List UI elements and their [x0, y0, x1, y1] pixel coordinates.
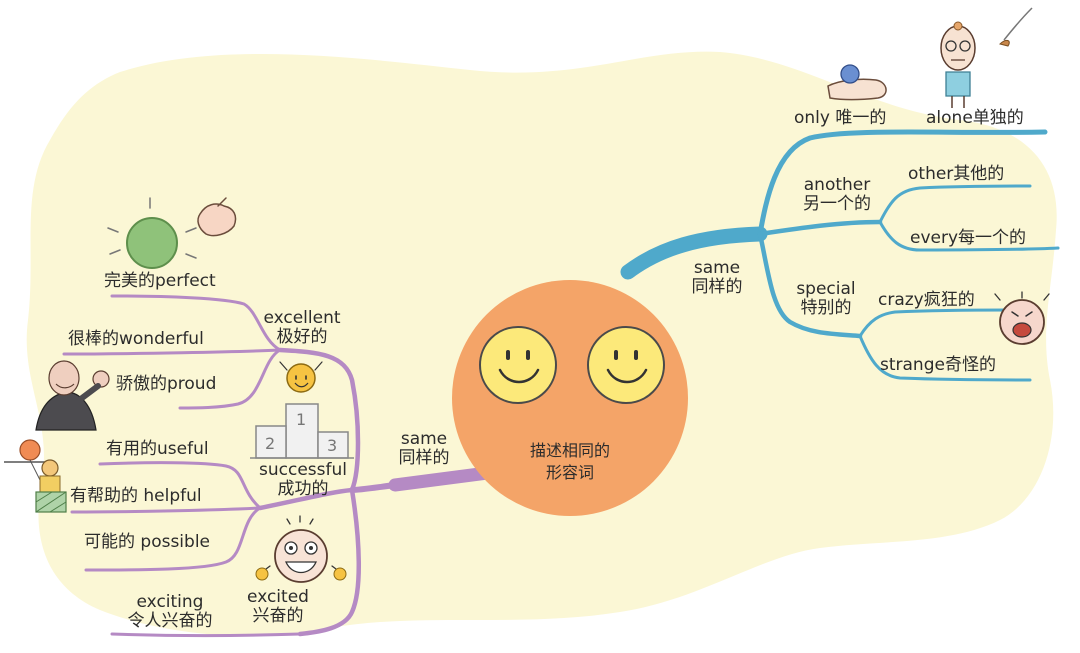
item-exciting-zh: 令人兴奋的 [127, 611, 213, 631]
hub-to-only [757, 129, 1048, 237]
left-branch-zh: 同样的 [398, 448, 450, 468]
leaf-strange [858, 334, 1032, 382]
left-branch-en: same [400, 429, 448, 449]
leaf-perfect [110, 294, 282, 352]
smiley-left-icon [479, 326, 557, 404]
center-line-2: 形容词 [545, 463, 594, 482]
hub-to-excited [297, 487, 361, 637]
excited-zh: 兴奋的 [252, 606, 304, 626]
smiley-right-icon [587, 326, 665, 404]
special-zh: 特别的 [800, 298, 852, 318]
item-helpful: 有帮助的 helpful [70, 486, 202, 506]
leaf-other [878, 184, 1032, 224]
item-useful: 有用的useful [106, 439, 209, 459]
item-every: every每一个的 [910, 228, 1027, 248]
feather-icon [999, 7, 1033, 47]
hub-to-special [757, 231, 863, 339]
excellent-label: excellent 极好的 [254, 309, 350, 347]
right-trunk [620, 226, 768, 280]
item-wonderful: 很棒的wonderful [68, 329, 204, 349]
hand-holding-ball-icon [827, 64, 887, 101]
special-label: special 特别的 [786, 280, 866, 318]
right-branch-label: same 同样的 [680, 259, 754, 297]
right-branch-en: same [693, 258, 741, 278]
leaf-every [878, 220, 1060, 252]
leaf-helpful [70, 506, 262, 514]
leaf-useful [98, 461, 262, 510]
successful-en: successful [259, 460, 347, 480]
another-zh: 另一个的 [803, 194, 871, 214]
item-proud: 骄傲的proud [116, 374, 217, 394]
podium-icon [250, 361, 354, 459]
excited-en: excited [247, 587, 309, 607]
leaf-exciting [110, 632, 302, 637]
excited-face-icon [255, 515, 347, 583]
item-exciting: exciting 令人兴奋的 [108, 593, 232, 631]
hub-to-successful [257, 487, 355, 511]
hub-to-excellent [277, 347, 361, 493]
right-branch-zh: 同样的 [691, 277, 743, 297]
center-line-1: 描述相同的 [529, 441, 610, 460]
left-branches [62, 294, 502, 637]
item-exciting-en: exciting [136, 592, 204, 612]
crazy-face-icon [994, 291, 1050, 345]
excellent-en: excellent [263, 308, 341, 328]
proud-man-icon [35, 360, 110, 431]
leaf-wonderful [62, 348, 282, 356]
leaf-crazy [858, 308, 1012, 338]
leaf-proud [178, 348, 282, 410]
item-perfect: 完美的perfect [104, 271, 216, 291]
podium-number-2: 2 [265, 434, 276, 453]
hub-to-another [757, 219, 883, 237]
center-title: 描述相同的 形容词 [520, 440, 620, 484]
green-ball-icon [107, 197, 197, 269]
excited-label: excited 兴奋的 [238, 588, 318, 626]
item-only: only 唯一的 [794, 108, 887, 128]
podium-number-3: 3 [327, 436, 338, 455]
item-other: other其他的 [908, 164, 1005, 184]
item-crazy: crazy疯狂的 [878, 290, 975, 310]
pointing-hand-icon [197, 197, 237, 237]
excellent-zh: 极好的 [276, 327, 328, 347]
item-possible: 可能的 possible [84, 532, 211, 552]
another-label: another 另一个的 [790, 176, 884, 214]
man-with-glasses-icon [940, 21, 976, 108]
successful-zh: 成功的 [277, 479, 329, 499]
right-branches [620, 129, 1060, 382]
another-en: another [803, 175, 871, 195]
podium-number-1: 1 [296, 410, 307, 429]
leaf-possible [84, 506, 262, 572]
left-branch-label: same 同样的 [388, 430, 460, 468]
balloon-person-icon [4, 439, 67, 513]
special-en: special [796, 279, 856, 299]
item-strange: strange奇怪的 [880, 355, 996, 375]
item-alone: alone单独的 [926, 108, 1024, 128]
successful-label: successful 成功的 [250, 461, 356, 499]
